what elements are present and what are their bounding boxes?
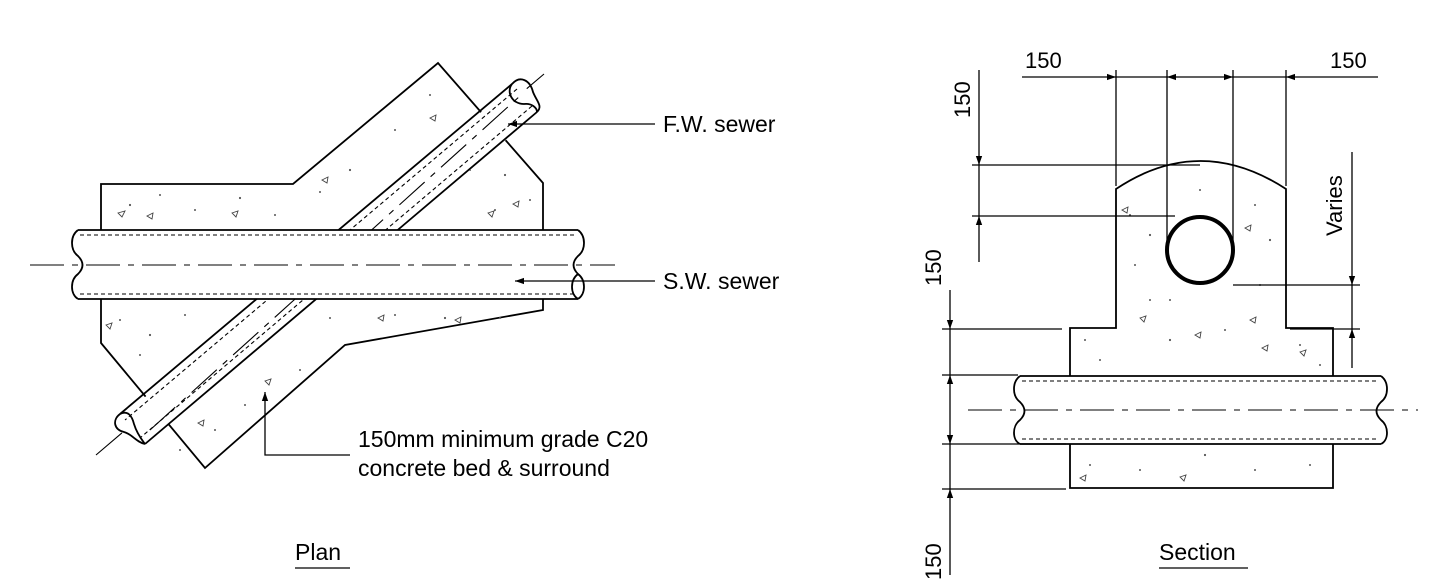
plan-sw-sewer-pipe <box>30 229 615 300</box>
dim-left-mid: 150 <box>921 249 946 286</box>
label-sw-sewer: S.W. sewer <box>663 268 780 294</box>
dim-left-lower: 150 <box>921 543 946 580</box>
section-sw-pipe <box>968 375 1418 445</box>
dim-left-upper: 150 <box>950 81 975 118</box>
note-concrete-line2: concrete bed & surround <box>358 455 610 481</box>
concrete-leader <box>261 392 350 456</box>
plan-view: F.W. sewer S.W. sewer 150mm minimum grad… <box>30 61 780 569</box>
section-view: 150 150 150 150 150 <box>921 48 1418 580</box>
plan-concrete-texture <box>105 94 531 451</box>
dim-top-right: 150 <box>1330 48 1367 73</box>
label-fw-sewer: F.W. sewer <box>663 111 776 137</box>
note-concrete-line1: 150mm minimum grade C20 <box>358 426 648 452</box>
plan-title: Plan <box>295 539 341 565</box>
dim-varies: Varies <box>1322 175 1347 236</box>
dim-top-left: 150 <box>1025 48 1062 73</box>
section-fw-pipe <box>1165 215 1235 285</box>
section-title: Section <box>1159 539 1236 565</box>
